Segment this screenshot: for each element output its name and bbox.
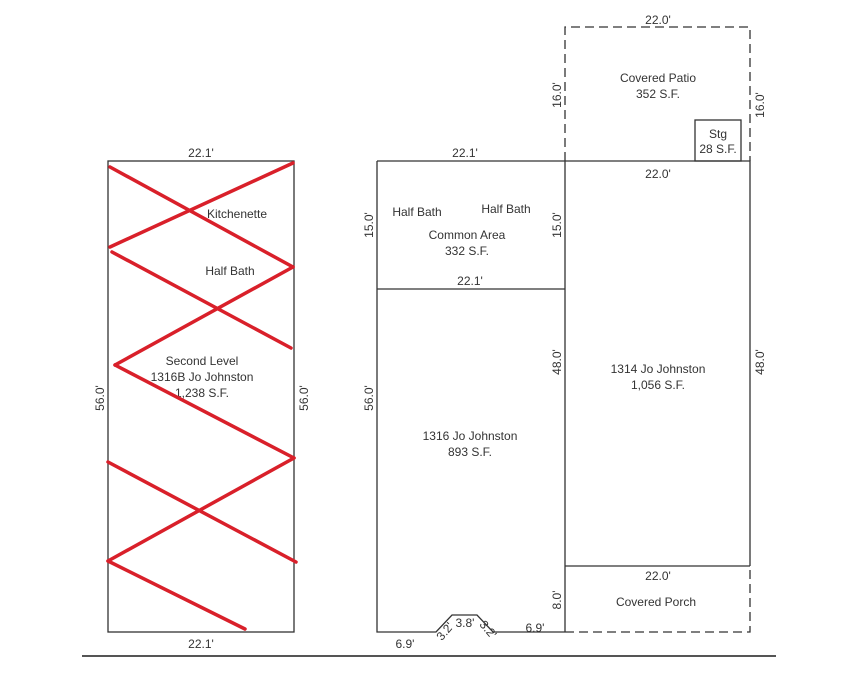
patio-dim-left: 16.0' bbox=[550, 82, 564, 108]
cross-line bbox=[113, 363, 296, 460]
second-level-title: Second Level bbox=[166, 354, 239, 368]
unit1316-dim-right: 48.0' bbox=[550, 349, 564, 375]
unit1316-title: 1316 Jo Johnston bbox=[423, 429, 518, 443]
cross-line bbox=[108, 165, 295, 269]
porch-dim-top: 22.0' bbox=[645, 569, 671, 583]
main-level-plan: 22.1' 22.1' 15.0' 15.0' Half Bath Half B… bbox=[362, 13, 767, 651]
bay-side-left: 3.2' bbox=[433, 620, 456, 644]
unit1316-area: 893 S.F. bbox=[448, 445, 492, 459]
common-dim-top: 22.1' bbox=[452, 146, 478, 160]
dim-left: 56.0' bbox=[93, 385, 107, 411]
storage-outline bbox=[694, 119, 742, 162]
room-half-bath-2: Half Bath bbox=[481, 202, 530, 216]
storage-title: Stg bbox=[709, 127, 727, 141]
bay-dim-right: 6.9' bbox=[526, 621, 545, 635]
patio-dim-right: 16.0' bbox=[753, 92, 767, 118]
common-dim-right: 15.0' bbox=[550, 212, 564, 238]
cross-line bbox=[108, 161, 295, 249]
unit1314-area: 1,056 S.F. bbox=[631, 378, 685, 392]
patio-title: Covered Patio bbox=[620, 71, 696, 85]
room-kitchenette: Kitchenette bbox=[207, 207, 267, 221]
cross-out-marks bbox=[106, 161, 298, 631]
cross-line bbox=[106, 559, 247, 631]
second-level-outline bbox=[107, 160, 295, 633]
unit1314-dim-top: 22.0' bbox=[645, 167, 671, 181]
common-area-size: 332 S.F. bbox=[445, 244, 489, 258]
cross-line bbox=[113, 265, 295, 367]
bay-side-right: 3.2' bbox=[477, 618, 500, 642]
cross-line bbox=[106, 456, 296, 563]
covered-outline bbox=[564, 26, 751, 633]
bay-dim-left: 6.9' bbox=[396, 637, 415, 651]
unit1316-dim-left: 56.0' bbox=[362, 385, 376, 411]
dim-bottom: 22.1' bbox=[188, 637, 214, 651]
room-half-bath-1: Half Bath bbox=[392, 205, 441, 219]
common-dim-bottom: 22.1' bbox=[457, 274, 483, 288]
common-area-title: Common Area bbox=[429, 228, 506, 242]
unit1314-dim-right: 48.0' bbox=[753, 349, 767, 375]
second-level-address: 1316B Jo Johnston bbox=[151, 370, 254, 384]
unit1314-title: 1314 Jo Johnston bbox=[611, 362, 706, 376]
porch-title: Covered Porch bbox=[616, 595, 696, 609]
dim-right: 56.0' bbox=[297, 385, 311, 411]
patio-area: 352 S.F. bbox=[636, 87, 680, 101]
second-level-area: 1,238 S.F. bbox=[175, 386, 229, 400]
second-level-plan: 22.1' 22.1' 56.0' 56.0' Kitchenette Half… bbox=[93, 146, 311, 651]
porch-dim-left: 8.0' bbox=[550, 591, 564, 610]
room-half-bath: Half Bath bbox=[205, 264, 254, 278]
dim-top: 22.1' bbox=[188, 146, 214, 160]
common-dim-left: 15.0' bbox=[362, 212, 376, 238]
patio-dim-top: 22.0' bbox=[645, 13, 671, 27]
bay-center: 3.8' bbox=[456, 616, 475, 630]
cross-line bbox=[106, 460, 298, 564]
storage-area: 28 S.F. bbox=[699, 142, 736, 156]
cross-line bbox=[110, 250, 293, 350]
